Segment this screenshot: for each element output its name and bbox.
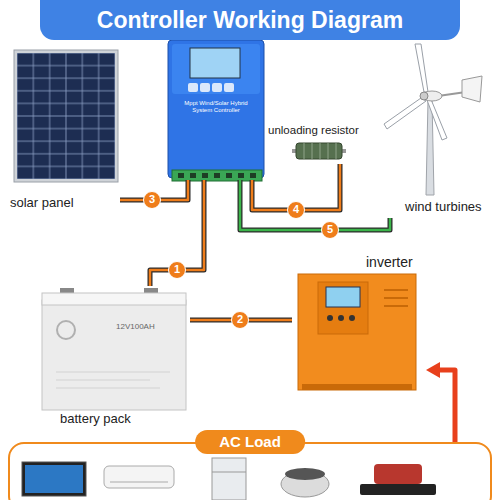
hybrid-controller: Mppt Wind/Solar Hybrid System Controller — [166, 38, 266, 180]
callout-number: 2 — [231, 311, 249, 329]
inverter-image — [298, 274, 416, 390]
wire-colored — [240, 180, 390, 230]
solar-panel-image — [14, 50, 118, 182]
load-pill: AC Load — [195, 430, 305, 454]
wind-turbine: wind turbines — [375, 40, 493, 218]
node-label: wind turbines — [405, 200, 482, 215]
wire-black — [240, 180, 390, 230]
connector — [426, 362, 455, 442]
wind-turbine-image — [384, 44, 482, 195]
wire — [438, 370, 455, 442]
node-label: inverter — [366, 254, 413, 270]
battery-image — [42, 288, 186, 410]
node-label: battery pack — [60, 412, 131, 427]
node-label: solar panel — [10, 196, 74, 211]
connector — [240, 180, 390, 230]
callout-number: 1 — [168, 261, 186, 279]
battery-pack: 12V100AH battery pack — [38, 286, 190, 430]
unloading-resistor: unloading resistor — [268, 124, 372, 164]
node-label: 12V100AH — [116, 322, 155, 331]
ac-load-band: AC Load — [8, 442, 492, 500]
controller-image — [168, 40, 264, 181]
appliance-icons — [22, 458, 436, 500]
callout-number: 3 — [143, 191, 161, 209]
node-label: Mppt Wind/Solar Hybrid System Controller — [176, 100, 256, 114]
callout-number: 4 — [287, 201, 305, 219]
solar-panel: solar panel — [8, 48, 120, 214]
arrow-head — [426, 362, 440, 378]
node-label: unloading resistor — [268, 124, 359, 137]
inverter: inverter — [292, 254, 426, 394]
title-band: Controller Working Diagram — [40, 0, 460, 40]
resistor-symbol — [292, 143, 346, 159]
callout-number: 5 — [321, 221, 339, 239]
